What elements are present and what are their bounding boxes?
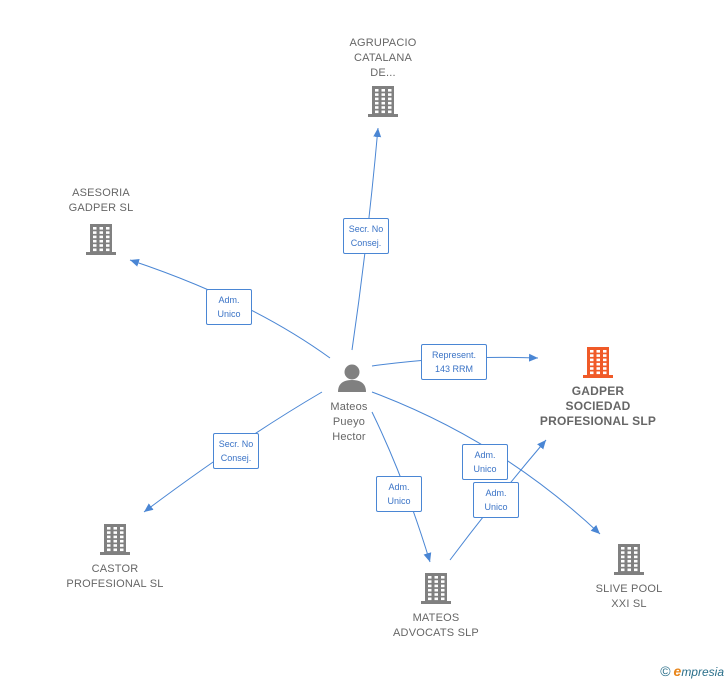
edge-label-mateos_advocats-gadper[interactable]: Adm. Unico [473,482,519,518]
node-label-mateos_advocats[interactable]: MATEOS ADVOCATS SLP [393,611,479,641]
node-label-line: ADVOCATS SLP [393,627,479,639]
edge-label-line: Unico [387,496,411,506]
building-icon[interactable] [421,573,451,604]
edge-label-line: Unico [484,502,508,512]
node-label-line: Mateos [330,401,368,413]
focus-building-icon[interactable] [583,347,613,378]
brand-name: mpresia [681,665,724,679]
edge-label-person-castor[interactable]: Secr. No Consej. [213,433,259,469]
edge-label-person-slive[interactable]: Adm. Unico [462,444,508,480]
building-icon[interactable] [86,224,116,255]
edge-label-person-mateos_advocats[interactable]: Adm. Unico [376,476,422,512]
node-label-castor[interactable]: CASTOR PROFESIONAL SL [66,562,163,592]
edge-label-line: Consej. [350,238,382,248]
node-label-line: CASTOR [91,563,139,575]
empresia-brand[interactable]: ©empresia [660,663,724,679]
edge-label-line: Consej. [220,453,252,463]
node-label-line: Hector [332,431,366,443]
edge-label-line: Unico [473,464,497,474]
edge-label-line: Adm. [388,482,410,492]
node-label-slive[interactable]: SLIVE POOL XXI SL [596,582,663,612]
building-icon[interactable] [368,86,398,117]
node-label-line: Pueyo [332,416,366,428]
edge-label-line: Secr. No [348,224,384,234]
edge-label-person-asesoria[interactable]: Adm. Unico [206,289,252,325]
edge-label-line: 143 RRM [434,364,473,374]
icons-layer [86,86,644,604]
brand-initial: e [673,663,682,679]
node-label-line: PROFESIONAL SL [66,578,164,590]
node-label-line: GADPER [571,384,625,398]
node-label-line: SLIVE POOL [595,583,663,595]
node-label-line: PROFESIONAL SLP [539,414,657,428]
node-label-agrupacio[interactable]: AGRUPACIO CATALANA DE... [350,36,417,81]
edge-label-line: Unico [217,309,241,319]
copyright-symbol: © [660,663,671,679]
node-label-line: AGRUPACIO [349,37,417,49]
node-label-line: CATALANA [353,52,413,64]
edge-label-line: Adm. [474,450,496,460]
edges-layer [129,127,601,563]
edge-label-line: Secr. No [218,439,254,449]
node-label-line: ASESORIA [72,187,130,199]
person-icon[interactable] [338,364,366,393]
edge-label-line: Adm. [485,488,507,498]
node-label-line: DE... [370,67,396,79]
edge-label-line: Adm. [218,295,240,305]
building-icon[interactable] [614,544,644,575]
building-icon[interactable] [100,524,130,555]
node-label-line: MATEOS [412,612,460,624]
edge-label-person-gadper[interactable]: Represent. 143 RRM [421,344,487,380]
node-label-line: GADPER SL [68,202,134,214]
node-label-line: XXI SL [611,598,647,610]
edge-label-line: Represent. [431,350,477,360]
node-label-asesoria[interactable]: ASESORIA GADPER SL [69,186,134,216]
edge-label-person-agrupacio[interactable]: Secr. No Consej. [343,218,389,254]
node-label-line: SOCIEDAD [565,399,631,413]
